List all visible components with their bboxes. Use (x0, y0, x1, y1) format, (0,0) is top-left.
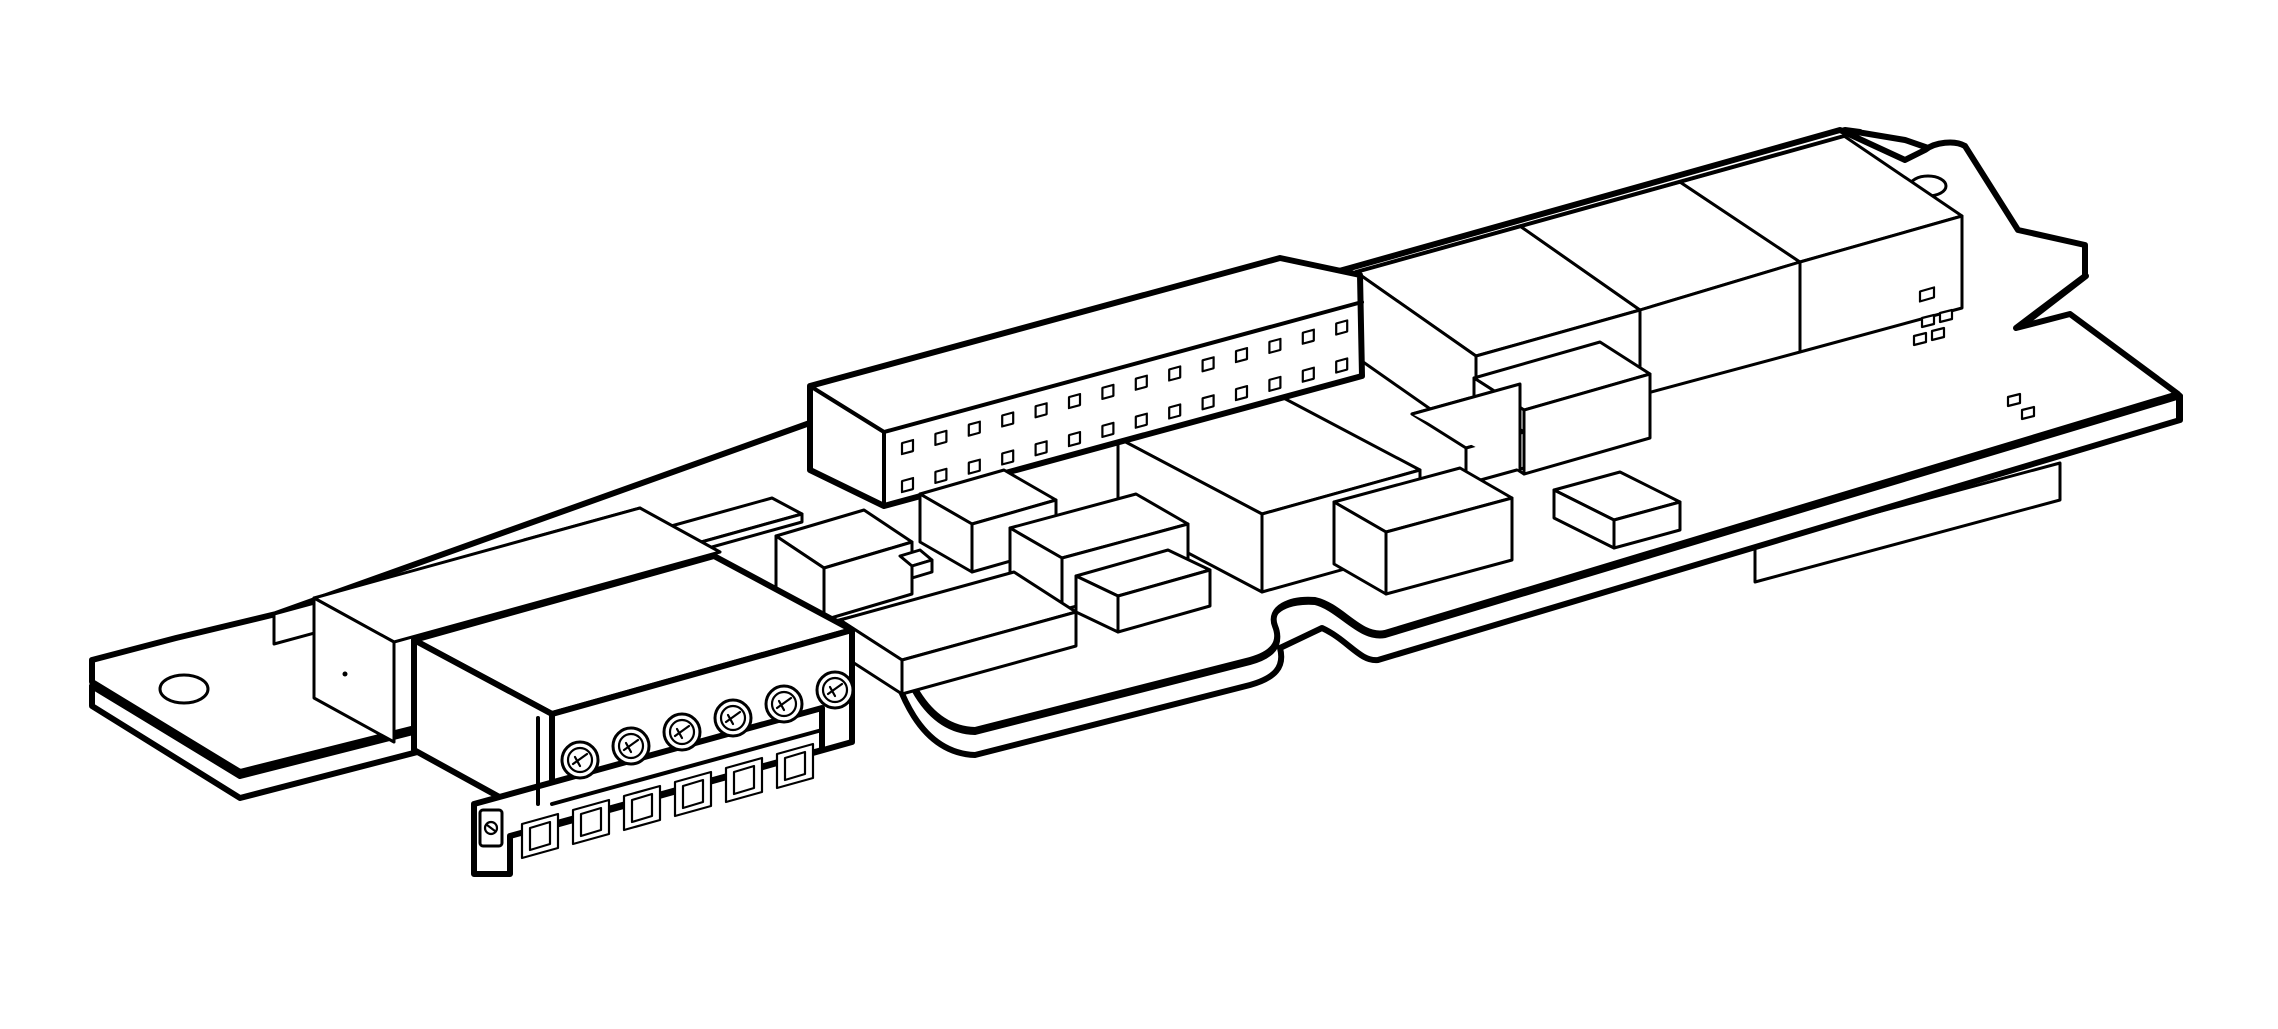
pin-hole-icon (1134, 374, 1148, 391)
terminal-slot (571, 798, 611, 846)
pin-hole-icon (1301, 366, 1315, 383)
pin-hole-icon (1001, 411, 1015, 428)
pin-hole-icon (900, 438, 915, 456)
pin-hole-icon (1268, 337, 1282, 355)
pin-hole-icon (967, 458, 981, 475)
terminal-slot (622, 784, 662, 832)
pin-hole-icon (1335, 357, 1349, 374)
terminal-slot (673, 770, 713, 818)
pin-hole-icon (1034, 402, 1048, 419)
pin-hole-icon (934, 429, 948, 446)
terminal-slots (520, 742, 815, 860)
screw-terminal-icon (764, 684, 804, 724)
long-capacitor-block (838, 570, 1078, 696)
pin-hole-icon (967, 420, 981, 437)
screw-terminal-icon (713, 698, 753, 738)
screw-terminal-icon (815, 670, 855, 710)
pin-hole-icon (1101, 383, 1115, 400)
capacitor-block-center (1008, 492, 1212, 634)
pin-hole-icon (1168, 403, 1182, 420)
terminal-slot (775, 742, 815, 790)
pin-header (807, 255, 1365, 509)
smd-resistor-group (1912, 286, 2036, 421)
terminal-block (411, 553, 855, 877)
pin-hole-icon (1067, 430, 1082, 448)
capacitor-block-lower-right (1332, 466, 1514, 596)
pin-hole-icon (1234, 384, 1249, 402)
pin-hole-icon (1268, 375, 1282, 393)
terminal-slot (724, 756, 764, 804)
terminal-screws (560, 670, 855, 780)
pin-hole-icon (1067, 392, 1082, 410)
rear-connector-housing (272, 506, 722, 744)
screw-terminal-icon (611, 726, 651, 766)
pin-hole-icon (1201, 356, 1215, 373)
pin-hole-icon (1001, 449, 1015, 466)
terminal-slot (520, 812, 560, 860)
mounting-hole-icon (158, 673, 210, 705)
pin-hole-icon (1101, 421, 1115, 438)
screw-terminal-icon (662, 712, 702, 752)
capacitor-block-right (1410, 340, 1682, 550)
pin-hole-icon (1301, 328, 1315, 345)
screw-terminal-icon (560, 740, 600, 780)
pin-hole-icon (900, 476, 915, 494)
pin-hole-icon (934, 467, 948, 484)
pin-hole-icon (1335, 319, 1349, 336)
underside-bracket (1753, 461, 2062, 584)
pin-hole-icon (1201, 394, 1215, 411)
header-pins (900, 319, 1349, 494)
pin-hole-icon (1034, 440, 1048, 457)
pin-hole-icon (1134, 412, 1148, 429)
pin-hole-icon (1168, 365, 1182, 382)
pin-hole-icon (1234, 346, 1249, 364)
capacitor-block-left (774, 508, 934, 622)
